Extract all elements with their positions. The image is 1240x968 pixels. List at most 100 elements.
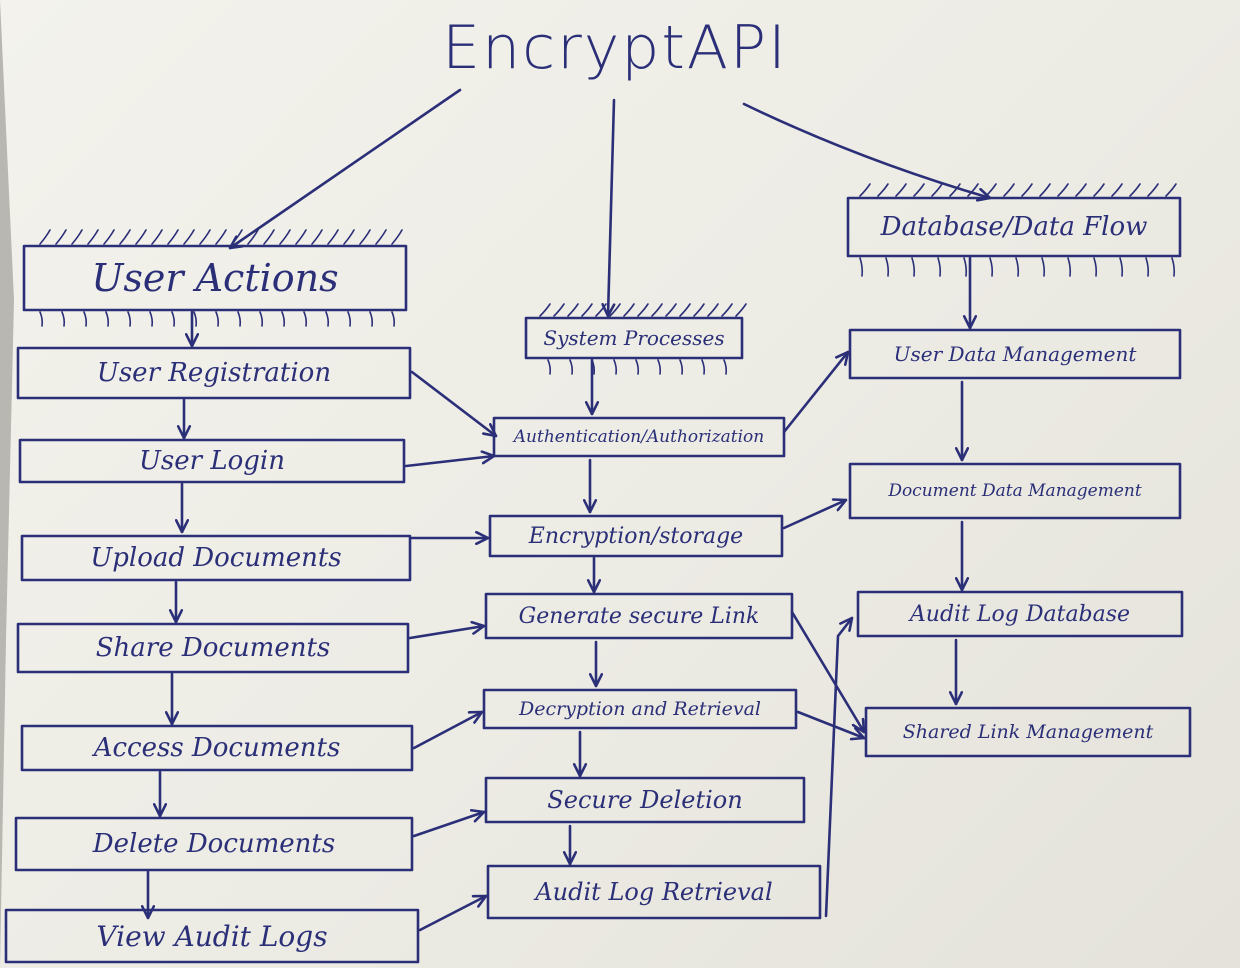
- step-user-registration: User Registration: [96, 358, 332, 388]
- hatch-stroke: [609, 303, 621, 317]
- hatch-stroke: [391, 229, 403, 245]
- header-box-data-flow: [846, 196, 1182, 258]
- step-view-audit-logs: View Audit Logs: [96, 919, 328, 953]
- hatch-stroke: [61, 311, 66, 327]
- hatch-stroke: [651, 303, 663, 317]
- hatch-stroke: [347, 311, 352, 327]
- hatch-stroke: [553, 303, 565, 317]
- hatch-stroke: [701, 359, 706, 375]
- hatch-stroke: [259, 311, 264, 327]
- hatch-stroke: [55, 229, 67, 245]
- header-box-user-actions: [22, 244, 408, 312]
- step-authentication-authorization: Authentication/Authorization: [513, 427, 765, 447]
- hatch-stroke: [1119, 257, 1124, 277]
- box-user-registration: [16, 346, 412, 400]
- step-shared-link-management: Shared Link Management: [902, 721, 1154, 743]
- hatch-stroke: [963, 257, 968, 277]
- hatch-stroke: [931, 183, 943, 197]
- step-encryption-storage: Encryption/storage: [528, 523, 744, 549]
- hatch-stroke: [237, 311, 242, 327]
- diagram-title: EncryptAPI: [442, 13, 788, 83]
- box-audit-log-database: [856, 590, 1184, 638]
- hatch-stroke: [949, 183, 961, 197]
- hatch-stroke: [1003, 183, 1015, 197]
- hatch-stroke: [135, 229, 147, 245]
- hatch-stroke: [263, 229, 275, 245]
- hatch-stroke: [1057, 183, 1069, 197]
- hatch-stroke: [913, 183, 925, 197]
- hatch-stroke: [171, 311, 176, 327]
- hatch-stroke: [87, 229, 99, 245]
- step-user-data-management: User Data Management: [893, 342, 1137, 366]
- hatch-stroke: [295, 229, 307, 245]
- hatch-stroke: [721, 303, 733, 317]
- step-access-documents: Access Documents: [93, 733, 341, 763]
- arrow-title-to-user-actions: [228, 88, 462, 250]
- hatch-stroke: [665, 303, 677, 317]
- hatch-stroke: [1093, 257, 1098, 277]
- box-encryption-storage: [488, 514, 784, 558]
- hatch-stroke: [167, 229, 179, 245]
- box-generate-secure-link: [484, 592, 794, 640]
- hatch-stroke: [895, 183, 907, 197]
- hatch-stroke: [679, 359, 684, 375]
- hatch-stroke: [71, 229, 83, 245]
- hatch-stroke: [569, 359, 574, 375]
- hatch-stroke: [199, 229, 211, 245]
- hatch-stroke: [539, 303, 551, 317]
- hatch-stroke: [247, 229, 259, 245]
- hatch-stroke: [657, 359, 662, 375]
- hatch-stroke: [119, 229, 131, 245]
- hatch-stroke: [985, 183, 997, 197]
- box-access-documents: [20, 724, 414, 772]
- hatch-stroke: [151, 229, 163, 245]
- step-decryption-retrieval: Decryption and Retrieval: [518, 698, 762, 720]
- hatch-stroke: [215, 229, 227, 245]
- hatch-stroke: [877, 183, 889, 197]
- hatch-stroke: [547, 359, 552, 375]
- hatch-stroke: [885, 257, 890, 277]
- hatch-stroke: [359, 229, 371, 245]
- hatch-stroke: [581, 303, 593, 317]
- box-user-data-management: [848, 328, 1182, 380]
- box-user-login: [18, 438, 406, 484]
- hatch-stroke: [343, 229, 355, 245]
- step-audit-log-database: Audit Log Database: [909, 601, 1131, 627]
- hatch-stroke: [149, 311, 154, 327]
- hatch-stroke: [39, 311, 44, 327]
- step-share-documents: Share Documents: [95, 633, 331, 663]
- hatch-stroke: [1015, 257, 1020, 277]
- box-audit-log-retrieval: [486, 864, 822, 920]
- hatch-stroke: [279, 229, 291, 245]
- box-document-data-management: [848, 462, 1182, 520]
- hatch-stroke: [281, 311, 286, 327]
- hatch-stroke: [623, 303, 635, 317]
- box-upload-documents: [20, 534, 412, 582]
- hatch-stroke: [693, 303, 705, 317]
- hatch-stroke: [105, 311, 110, 327]
- hatch-stroke: [735, 303, 747, 317]
- hatch-stroke: [613, 359, 618, 375]
- hatch-stroke: [707, 303, 719, 317]
- hatch-stroke: [193, 311, 198, 327]
- hatch-stroke: [859, 257, 864, 277]
- hatch-stroke: [1093, 183, 1105, 197]
- hatch-stroke: [567, 303, 579, 317]
- hatch-stroke: [311, 229, 323, 245]
- box-delete-documents: [14, 816, 414, 872]
- connectors: [148, 88, 992, 932]
- hatch-stroke: [1111, 183, 1123, 197]
- step-audit-log-retrieval: Audit Log Retrieval: [535, 878, 773, 906]
- step-upload-documents: Upload Documents: [90, 543, 342, 573]
- header-user-actions: User Actions: [91, 256, 339, 300]
- hatch-stroke: [723, 359, 728, 375]
- header-box-system-processes: [524, 316, 744, 360]
- hatch-stroke: [1129, 183, 1141, 197]
- box-shared-link-management: [864, 706, 1192, 758]
- hatch-stroke: [369, 311, 374, 327]
- hatch-stroke: [635, 359, 640, 375]
- arrow-title-to-system-processes: [608, 98, 614, 318]
- box-share-documents: [16, 622, 410, 674]
- hatch-stroke: [103, 229, 115, 245]
